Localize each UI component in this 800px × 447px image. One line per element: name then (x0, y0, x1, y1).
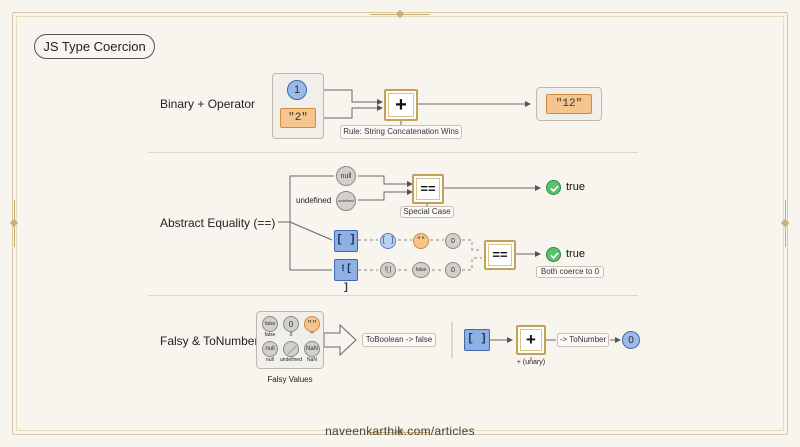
abstract-section-label: Abstract Equality (==) (160, 216, 276, 230)
falsy-values-caption: Falsy Values (267, 375, 313, 384)
string-operand: "2" (280, 108, 316, 128)
chain1-empty-string-chip: "" (413, 233, 429, 249)
toboolean-label: ToBoolean -> false (362, 333, 436, 347)
true-result-1: true (566, 181, 585, 193)
footer-url[interactable]: naveenkarthik.com/articles (325, 424, 475, 438)
binary-section-label: Binary + Operator (160, 97, 256, 111)
check-mark-1 (550, 185, 559, 193)
tonumber-label: -> ToNumber (557, 333, 609, 347)
not-array-box: ![ ] (334, 259, 358, 294)
falsy-empty-string-caption: "" (310, 332, 314, 338)
loose-equality-box-1: == (412, 174, 444, 204)
chain2-not-array-chip: ![ ] (380, 262, 396, 278)
unary-caption: + (unary) (516, 359, 546, 366)
tonumber-result-zero: 0 (622, 331, 640, 349)
falsy-nan-chip: NaN (304, 341, 320, 357)
chain1-zero-chip: 0 (445, 233, 461, 249)
falsy-undefined-caption: undefined (280, 357, 302, 363)
loose-equality-symbol-1: == (420, 181, 436, 196)
falsy-null-caption: null (266, 357, 274, 363)
section-divider-2 (148, 295, 638, 296)
check-icon-2 (546, 247, 561, 262)
falsy-false-chip: false (262, 316, 278, 332)
falsy-nan-caption: NaN (306, 357, 317, 363)
falsy-zero-chip: 0 (283, 316, 299, 332)
both-coerce-label: Both coerce to 0 (536, 266, 604, 278)
true-result-2: true (566, 248, 585, 260)
falsy-false-caption: false (264, 332, 276, 338)
unary-plus-symbol: + (526, 330, 536, 349)
loose-equality-box-2: == (484, 240, 516, 270)
concat-result: "12" (546, 94, 592, 114)
empty-array-box: [ ] (334, 230, 358, 252)
plus-operator-symbol: + (395, 94, 407, 116)
number-operand: 1 (287, 80, 307, 100)
section-divider-1 (148, 152, 638, 153)
chain2-zero-chip: 0 (445, 262, 461, 278)
slash-icon (287, 345, 297, 355)
falsy-zero-caption: 0 (289, 332, 293, 338)
falsy-section-label: Falsy & ToNumber (160, 334, 259, 348)
null-chip: null (336, 166, 356, 186)
loose-equality-symbol-2: == (492, 247, 508, 262)
chain2-false-chip: false (412, 262, 430, 278)
plus-operator-box: + (384, 89, 418, 121)
falsy-undefined-chip (283, 341, 299, 357)
falsy-empty-string-chip: "" (304, 316, 320, 332)
chain1-array-chip: [ ] (380, 233, 396, 249)
special-case-label: Special Case (400, 206, 454, 218)
undefined-label: undefined (296, 196, 332, 205)
falsy-null-chip: null (262, 341, 278, 357)
rule-label: Rule: String Concatenation Wins (340, 125, 462, 139)
undefined-chip: undefined (336, 191, 356, 211)
unary-array-box: [ ] (464, 329, 490, 351)
check-mark-2 (550, 252, 559, 260)
unary-plus-box: + (516, 325, 546, 355)
check-icon-1 (546, 180, 561, 195)
page-title: JS Type Coercion (34, 34, 155, 59)
